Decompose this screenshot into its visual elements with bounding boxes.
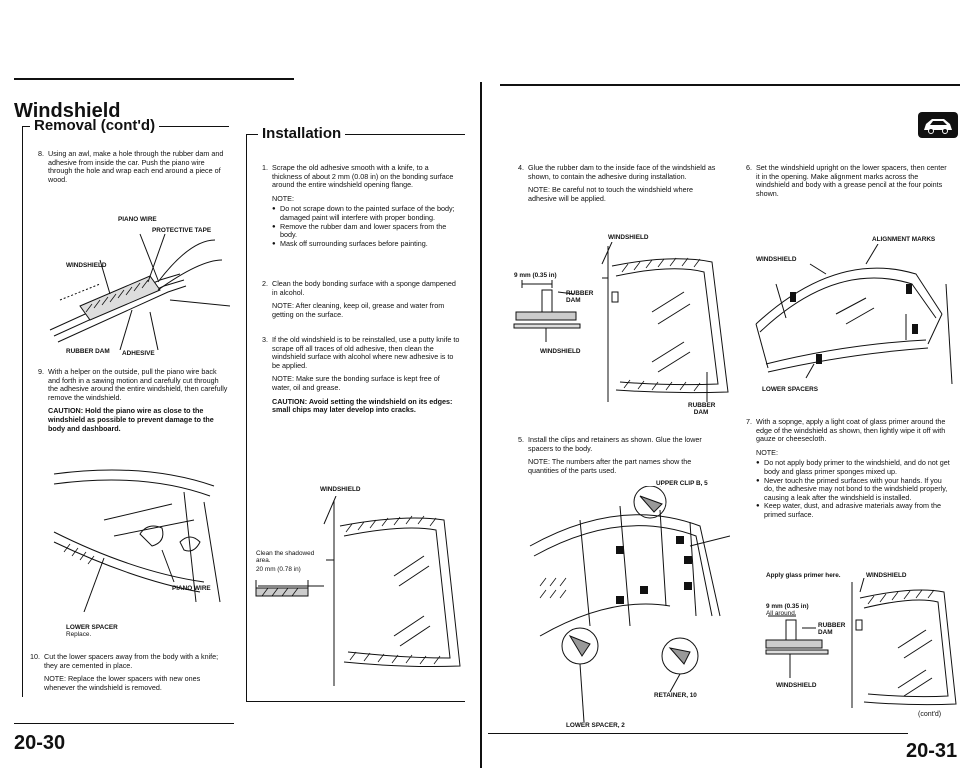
- bottom-rule-right: [488, 733, 908, 734]
- step-1-text: Scrape the old adhesive smooth with a kn…: [272, 163, 454, 190]
- top-rule-left: [14, 78, 294, 80]
- step-7-text: With a sopnge, apply a light coat of gla…: [756, 417, 946, 444]
- step-7-bullet: Do not apply body primer to the windshie…: [756, 459, 952, 476]
- fig6-lower-spacers-label: LOWER SPACERS: [762, 386, 818, 393]
- fig4-rubber-dam-label: RUBBER DAM: [566, 290, 594, 304]
- step-1-number: 1.: [262, 163, 268, 172]
- continued-label: (cont'd): [918, 711, 942, 718]
- step-2-number: 2.: [262, 279, 268, 288]
- fig4-windshield-top-label: WINDSHIELD: [608, 234, 649, 241]
- step-7-bullets: Do not apply body primer to the windshie…: [756, 459, 952, 519]
- step-5: 5. Install the clips and retainers as sh…: [510, 435, 720, 475]
- fig2-illustration: [53, 469, 221, 612]
- step-9-number: 9.: [38, 367, 44, 376]
- step-3-note: NOTE: Make sure the bonding surface is k…: [272, 374, 440, 392]
- fig3-windshield-label: WINDSHIELD: [320, 486, 361, 493]
- fig7-rubber-dam-label: RUBBER DAM: [818, 622, 846, 636]
- page-number-right: 20-31: [906, 740, 958, 762]
- step-8-text: Using an awl, make a hole through the ru…: [48, 149, 224, 184]
- step-5-note: NOTE: The numbers after the part names s…: [528, 457, 692, 475]
- fig7-windshield-bottom-label: WINDSHIELD: [776, 682, 817, 689]
- fig6-illustration: [755, 244, 953, 385]
- fig4-rubber-dam-bottom-label: RUBBER DAM: [688, 402, 716, 416]
- fig3-clean-area-label: Clean the shadowed area.: [256, 550, 315, 564]
- step-9-text: With a helper on the outside, pull the p…: [48, 367, 228, 402]
- step-10-number: 10.: [30, 652, 40, 661]
- step-7-note-label: NOTE:: [756, 447, 778, 457]
- installation-frame: [246, 134, 465, 702]
- step-1-bullet: Do not scrape down to the painted surfac…: [272, 205, 460, 222]
- fig5-upper-clip-label: UPPER CLIP B, 5: [656, 480, 708, 487]
- removal-heading: Removal (cont'd): [30, 117, 160, 134]
- fig5-illustration: [529, 486, 730, 722]
- page-divider: [480, 82, 482, 768]
- fig4-windshield-bottom-label: WINDSHIELD: [540, 348, 581, 355]
- step-7-number: 7.: [746, 417, 752, 426]
- fig1-illustration: [49, 233, 230, 350]
- fig3-dimension-label: 20 mm (0.78 in): [256, 566, 301, 573]
- step-10: 10. Cut the lower spacers away from the …: [26, 652, 230, 692]
- fig7-windshield-top-label: WINDSHIELD: [866, 572, 907, 579]
- fig2-piano-wire-label: PIANO WIRE: [172, 585, 211, 592]
- fig1-rubber-dam-label: RUBBER DAM: [66, 348, 110, 355]
- step-3-text: If the old windshield is to be reinstall…: [272, 335, 460, 370]
- step-6: 6. Set the windshield upright on the low…: [738, 163, 952, 198]
- fig5-lower-spacer-label: LOWER SPACER, 2: [566, 722, 625, 729]
- step-3: 3. If the old windshield is to be reinst…: [254, 335, 460, 415]
- fig5-retainer-label: RETAINER, 10: [654, 692, 697, 699]
- step-9-caution: CAUTION: Hold the piano wire as close to…: [48, 406, 214, 433]
- fig7-dimension-label: 9 mm (0.35 in): [766, 603, 809, 610]
- step-1-note-label: NOTE:: [272, 193, 294, 203]
- fig1-protective-tape-label: PROTECTIVE TAPE: [152, 227, 212, 234]
- step-3-number: 3.: [262, 335, 268, 344]
- step-10-note: NOTE: Replace the lower spacers with new…: [44, 674, 201, 692]
- step-1-bullet: Remove the rubber dam and lower spacers …: [272, 222, 460, 240]
- step-7-bullet: Keep water, dust, and adrasive materials…: [756, 501, 952, 519]
- fig4-illustration: [513, 242, 729, 402]
- step-6-number: 6.: [746, 163, 752, 172]
- step-4: 4. Glue the rubber dam to the inside fac…: [510, 163, 720, 203]
- bottom-rule-left: [14, 723, 234, 724]
- car-body-icon: [918, 112, 958, 138]
- step-4-text: Glue the rubber dam to the inside face o…: [528, 163, 716, 181]
- car-silhouette-icon: [924, 119, 952, 134]
- fig2-replace-label: Replace.: [66, 631, 92, 638]
- fig7-all-around-label: All around.: [766, 610, 797, 617]
- step-8: 8. Using an awl, make a hole through the…: [30, 149, 230, 184]
- step-7-bullet: Never touch the primed surfaces with you…: [756, 476, 952, 503]
- installation-heading: Installation: [258, 125, 346, 142]
- fig7-illustration: [765, 578, 957, 708]
- step-1-bullets: Do not scrape down to the painted surfac…: [272, 205, 460, 248]
- step-4-note: NOTE: Be careful not to touch the windsh…: [528, 185, 694, 203]
- step-2-text: Clean the body bonding surface with a sp…: [272, 279, 456, 297]
- step-2: 2. Clean the body bonding surface with a…: [254, 279, 460, 319]
- step-9: 9. With a helper on the outside, pull th…: [30, 367, 230, 433]
- step-5-number: 5.: [518, 435, 524, 444]
- fig2-lower-spacer-label: LOWER SPACER: [66, 624, 118, 631]
- fig3-illustration: [255, 496, 461, 686]
- step-6-text: Set the windshield upright on the lower …: [756, 163, 947, 198]
- step-10-text: Cut the lower spacers away from the body…: [44, 652, 219, 670]
- fig6-windshield-label: WINDSHIELD: [756, 256, 797, 263]
- page-number-left: 20-30: [14, 732, 66, 754]
- step-2-note: NOTE: After cleaning, keep oil, grease a…: [272, 301, 445, 319]
- fig1-piano-wire-label: PIANO WIRE: [118, 216, 157, 223]
- step-8-number: 8.: [38, 149, 44, 158]
- step-4-number: 4.: [518, 163, 524, 172]
- step-7: 7. With a sopnge, apply a light coat of …: [738, 417, 952, 520]
- fig1-windshield-label: WINDSHIELD: [66, 262, 107, 269]
- step-1: 1. Scrape the old adhesive smooth with a…: [254, 163, 460, 248]
- step-1-bullet: Mask off surrounding surfaces before pai…: [272, 239, 460, 249]
- fig6-alignment-marks-label: ALIGNMENT MARKS: [872, 236, 936, 243]
- top-rule-right: [500, 84, 960, 86]
- fig7-apply-primer-label: Apply glass primer here.: [766, 572, 841, 579]
- step-3-caution: CAUTION: Avoid setting the windshield on…: [272, 396, 453, 415]
- fig4-dimension-label: 9 mm (0.35 in): [514, 272, 557, 279]
- fig1-adhesive-label: ADHESIVE: [122, 350, 155, 357]
- section-title: Windshield: [14, 100, 121, 122]
- step-5-text: Install the clips and retainers as shown…: [528, 435, 702, 453]
